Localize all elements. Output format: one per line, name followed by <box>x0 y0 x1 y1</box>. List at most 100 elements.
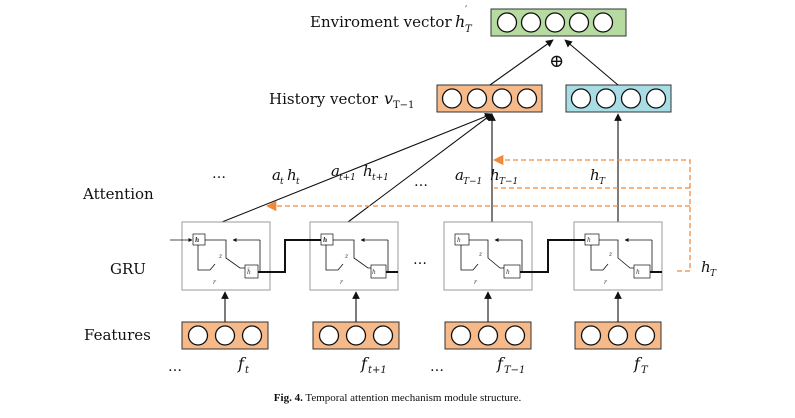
gru-cell: h h z r <box>309 221 399 291</box>
svg-text:T−1: T−1 <box>504 365 525 376</box>
arrow-history-to-env <box>489 39 554 86</box>
figure-number: Fig. 4. <box>273 392 303 404</box>
svg-text:T−1: T−1 <box>463 177 482 187</box>
current-state-vector <box>565 84 672 113</box>
attention-weight-t: a t h t <box>272 166 300 187</box>
svg-text:f: f <box>496 354 506 373</box>
environment-vector-symbol: h ′ T <box>455 5 473 35</box>
ellipsis-3: … <box>413 252 427 268</box>
svg-text:t: t <box>280 177 284 187</box>
svg-text:T: T <box>599 177 606 187</box>
neuron-circle <box>504 325 526 346</box>
svg-text:h: h <box>636 269 640 276</box>
svg-text:h: h <box>455 12 465 31</box>
svg-text:f: f <box>360 354 370 373</box>
svg-text:f: f <box>237 354 247 373</box>
feature-vector <box>181 321 269 350</box>
feature-symbol-t1: f t+1 <box>360 354 387 376</box>
svg-text:′: ′ <box>465 5 468 16</box>
attention-weight-t1: a t+1 h t+1 <box>331 162 389 183</box>
recurrent-link-3 <box>520 239 585 273</box>
neuron-circle <box>570 88 592 109</box>
neuron-circle <box>491 88 513 109</box>
svg-text:a: a <box>331 162 340 180</box>
neuron-circle <box>345 325 367 346</box>
neuron-circle <box>607 325 629 346</box>
ellipsis-1: … <box>212 166 226 182</box>
svg-text:h: h <box>590 166 600 184</box>
neuron-circle <box>477 325 499 346</box>
svg-text:T−1: T−1 <box>499 177 518 187</box>
gru-cell: h h̃ z r <box>170 221 271 291</box>
history-vector <box>436 84 543 113</box>
attention-weight-T1: a T−1 h T−1 <box>455 166 518 187</box>
svg-text:h: h <box>701 258 711 276</box>
neuron-circle <box>568 12 590 33</box>
neuron-circle <box>441 88 463 109</box>
neuron-circle <box>496 12 518 33</box>
figure-caption: Fig. 4. Temporal attention mechanism mod… <box>0 392 795 404</box>
feature-vector <box>312 321 400 350</box>
neuron-circle <box>634 325 656 346</box>
hidden-state-T-label: h T <box>590 166 606 187</box>
gru-cell: h h z r <box>573 221 663 291</box>
neuron-circle <box>516 88 538 109</box>
neuron-circle <box>214 325 236 346</box>
recurrent-link-1 <box>258 239 321 273</box>
neuron-circle <box>592 12 614 33</box>
history-vector-label: History vector <box>269 90 379 108</box>
neuron-circle <box>466 88 488 109</box>
neuron-circle <box>450 325 472 346</box>
svg-text:h: h <box>363 162 373 180</box>
history-vector-symbol: v T−1 <box>384 89 414 111</box>
svg-text:T: T <box>465 24 473 35</box>
svg-text:h: h <box>490 166 500 184</box>
neuron-circle <box>580 325 602 346</box>
neuron-circle <box>187 325 209 346</box>
ellipsis-5: … <box>430 359 444 375</box>
neuron-circle <box>372 325 394 346</box>
neuron-circle <box>544 12 566 33</box>
ellipsis-2: … <box>414 174 428 190</box>
ellipsis-4: … <box>168 359 182 375</box>
feature-symbol-T1: f T−1 <box>496 354 525 376</box>
svg-text:z: z <box>344 253 349 260</box>
svg-text:t: t <box>296 177 300 187</box>
svg-text:h: h <box>323 237 327 244</box>
svg-text:f: f <box>633 354 643 373</box>
svg-text:t+1: t+1 <box>372 173 389 183</box>
neuron-circle <box>318 325 340 346</box>
environment-vector <box>490 8 627 37</box>
svg-text:h: h <box>587 237 591 244</box>
svg-text:T: T <box>641 365 649 376</box>
svg-text:a: a <box>455 166 464 184</box>
gru-label: GRU <box>110 260 146 278</box>
svg-text:h: h <box>457 237 461 244</box>
attention-feedback-dashed <box>265 154 691 272</box>
svg-text:h̃: h̃ <box>247 269 251 276</box>
svg-text:r: r <box>213 279 217 286</box>
svg-text:h: h <box>506 269 510 276</box>
svg-text:z: z <box>608 251 613 258</box>
svg-text:v: v <box>384 89 393 108</box>
svg-text:h: h <box>287 166 297 184</box>
feature-symbol-T: f T <box>633 354 649 376</box>
arrow-current-to-env <box>564 39 619 86</box>
svg-text:h: h <box>372 269 376 276</box>
svg-text:h: h <box>195 237 199 244</box>
neuron-circle <box>645 88 667 109</box>
feature-vector <box>574 321 662 350</box>
svg-text:t+1: t+1 <box>368 365 387 376</box>
svg-text:T−1: T−1 <box>393 100 414 111</box>
svg-text:z: z <box>218 253 223 260</box>
attention-label: Attention <box>82 185 154 203</box>
svg-text:r: r <box>604 279 608 286</box>
svg-text:t+1: t+1 <box>339 173 356 183</box>
feature-symbol-t: f t <box>237 354 250 376</box>
svg-text:a: a <box>272 166 281 184</box>
neuron-circle <box>595 88 617 109</box>
feature-vector <box>444 321 532 350</box>
neuron-circle <box>520 12 542 33</box>
hidden-state-T-side-label: h T <box>701 258 717 279</box>
